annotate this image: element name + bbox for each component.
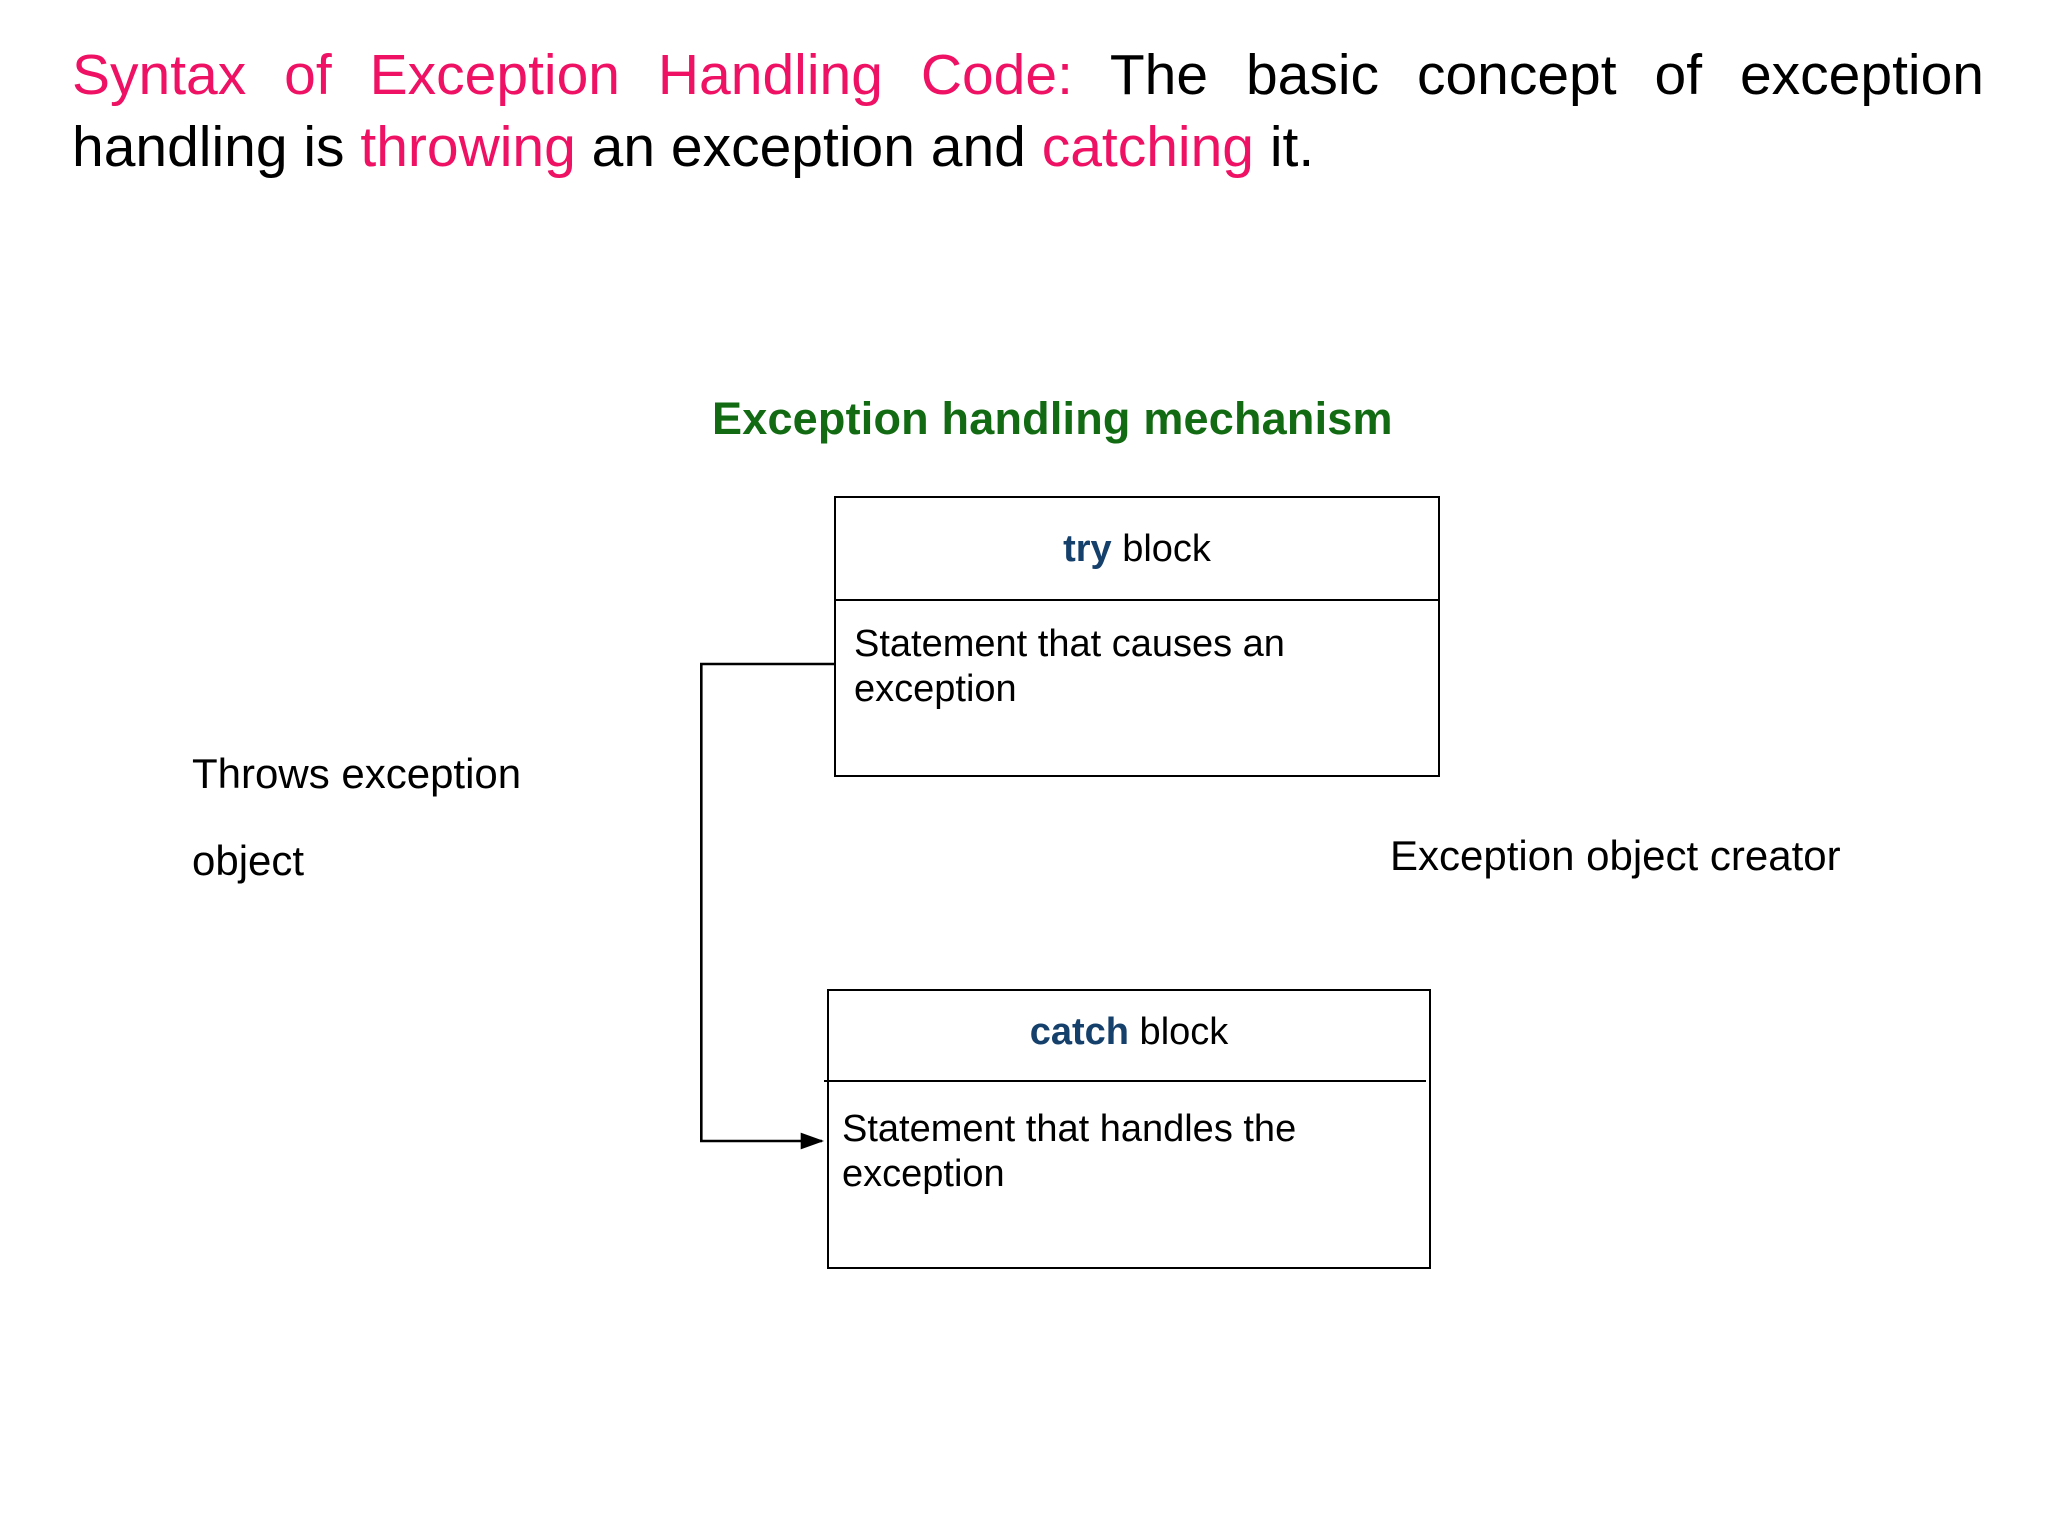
catch-block-header: catch block [829,1011,1429,1054]
try-block-divider [834,599,1440,601]
try-keyword: try [1063,528,1112,570]
catch-header-suffix: block [1129,1011,1229,1053]
try-block-header: try block [836,528,1438,571]
throws-exception-arrow-icon [700,662,836,1150]
intro-paragraph: Syntax of Exception Handling Code: The b… [72,40,1984,184]
diagram-title: Exception handling mechanism [712,393,1393,444]
catch-block-body-text: Statement that handles the exception [842,1108,1297,1195]
intro-body-part2: an exception and [575,114,1042,179]
try-header-suffix: block [1111,528,1211,570]
catch-keyword: catch [1029,1011,1129,1053]
intro-highlight-catching: catching [1041,114,1254,179]
intro-body-part1: The basic concept of exception handling … [72,43,1984,179]
intro-body-part3: it. [1254,114,1315,179]
throws-exception-label-line1: Throws exception [192,750,522,797]
catch-block-box: catch block Statement that handles the e… [824,989,1431,1269]
intro-highlight-throwing: throwing [360,114,576,179]
intro-heading-highlight: Syntax of Exception Handling Code: [72,43,1073,107]
throws-exception-label-line2: object [192,837,305,884]
try-block-body-text: Statement that causes an exception [854,623,1285,710]
catch-block-divider [824,1080,1426,1082]
try-block-box: try block Statement that causes an excep… [834,496,1440,777]
exception-object-creator-label: Exception object creator [1390,832,1841,879]
